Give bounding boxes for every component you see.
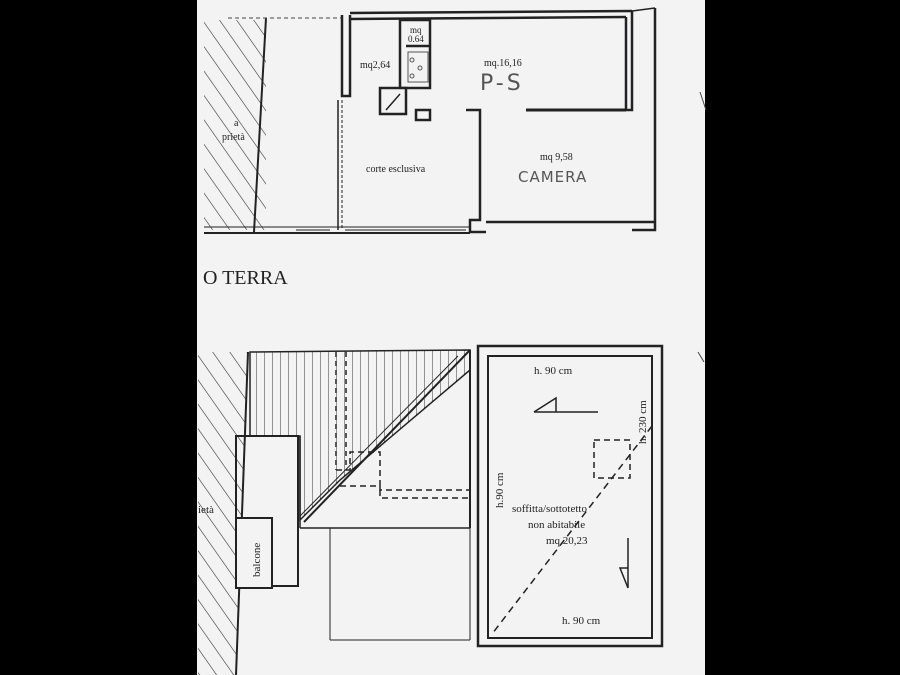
room-area-storage: mq — [410, 25, 422, 35]
handwritten-bedroom-label: CAMERA — [518, 168, 587, 186]
attic-height-right: h. 230 cm — [637, 400, 649, 444]
drawing-sheet — [197, 0, 705, 675]
left-property-label-upper: ietà — [198, 504, 214, 516]
handwritten-living-label: P-S — [480, 71, 524, 96]
room-area-bedroom: mq 9,58 — [540, 152, 573, 163]
left-property-label-line2: prietà — [222, 132, 245, 143]
room-area-bath: mq2,64 — [360, 60, 390, 71]
ground-floor-plan: O TERRA a prietà mq 0.64 mq2,64 mq.16,16… — [203, 7, 657, 289]
attic-height-top: h. 90 cm — [534, 365, 573, 377]
attic-height-bottom: h. 90 cm — [562, 615, 601, 627]
attic-diagonal — [491, 425, 653, 635]
neighbour-wall-hatch-upper — [198, 352, 248, 675]
attic-height-left: h.90 cm — [494, 472, 506, 508]
attic-area: mq.20,23 — [546, 535, 588, 547]
ground-floor-title: O TERRA — [203, 267, 288, 289]
attic-label-line2: non abitabile — [528, 519, 585, 531]
balcony-label: balcone — [251, 543, 263, 577]
upper-floor-plan: balcone ietà h. 90 cm h. 90 cm h.90 cm h… — [198, 344, 664, 675]
room-area-living: mq.16,16 — [484, 58, 522, 69]
skylight — [593, 439, 631, 479]
room-area-storage-value: 0.64 — [408, 34, 424, 44]
left-property-label-line1: a — [234, 118, 239, 129]
attic-label-line1: soffitta/sottotetto — [512, 503, 587, 515]
court-label: corte esclusiva — [366, 164, 426, 175]
